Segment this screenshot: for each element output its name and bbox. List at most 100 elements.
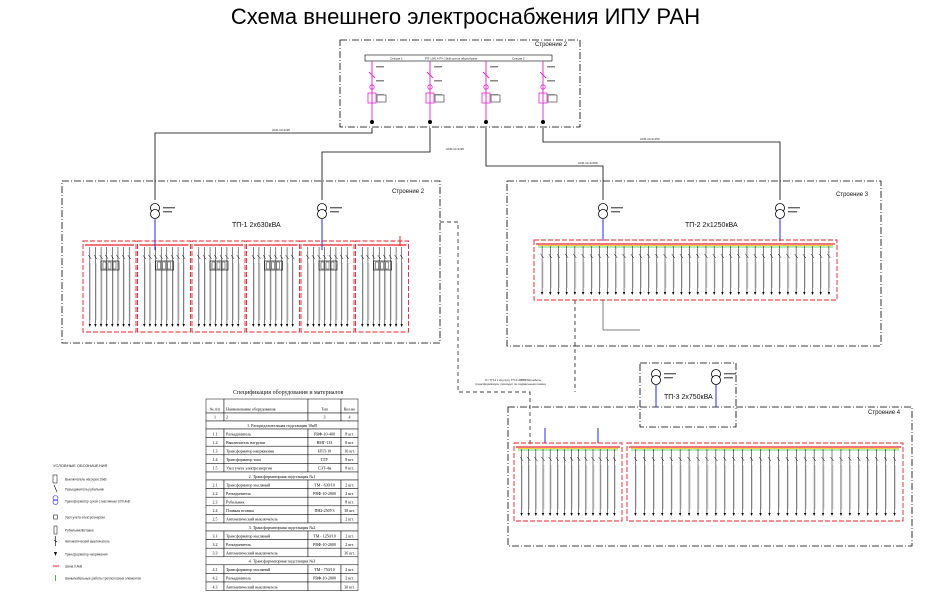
transformer-tag (330, 207, 342, 209)
fuse-icon (266, 261, 270, 270)
breaker-icon (548, 456, 552, 462)
building-label-top: Строение 2 (535, 42, 568, 48)
spec-cell-text: Трансформатор масляный (226, 482, 271, 487)
switchboard-outline (533, 239, 838, 301)
feeder-arrow-icon (821, 513, 825, 516)
breaker-icon (655, 253, 659, 259)
spec-cell-text: 2 шт. (345, 491, 354, 496)
feeder-arrow-icon (345, 324, 349, 327)
spec-cell (340, 581, 359, 591)
feeder-arrow-icon (231, 324, 234, 327)
breaker-icon (720, 253, 725, 259)
feeder-arrow-icon (143, 324, 146, 327)
feeder-arrow-icon (830, 513, 834, 516)
legend-item: Рубильник/Вставка (53, 525, 94, 535)
spec-cell-text: Разъединитель (226, 542, 251, 547)
feeder-arrow-icon (598, 513, 602, 516)
breaker-icon (399, 254, 404, 260)
breaker-icon (225, 254, 229, 260)
breaker-icon (104, 254, 109, 260)
cell-tag (490, 66, 498, 68)
transformer-icon (651, 369, 676, 407)
fuse-icon (271, 261, 275, 270)
disconnector-icon (53, 484, 58, 493)
feeder-arrow-icon (116, 324, 120, 327)
breaker-icon (53, 539, 58, 543)
switchboard (626, 442, 904, 522)
breaker-icon (219, 254, 224, 260)
transformer-tag (664, 377, 673, 379)
breaker-icon (605, 456, 609, 462)
feeder-arrow-icon (549, 292, 552, 295)
breaker-icon (839, 456, 843, 462)
feeder-arrow-icon (154, 324, 157, 327)
feeder-arrow-icon (777, 513, 780, 516)
breaker-icon (556, 253, 561, 259)
breaker-icon (548, 253, 552, 259)
rp-cell (481, 61, 501, 124)
feeder-arrow-icon (723, 513, 726, 516)
current-transformer-icon (540, 84, 546, 90)
rp-cell (367, 61, 387, 124)
feeder-arrow-icon (634, 513, 637, 516)
breaker-icon (778, 253, 782, 259)
feeder-arrow-icon (614, 292, 618, 295)
breaker-icon (646, 253, 651, 259)
meter-box-icon (434, 94, 445, 103)
spec-cell-text: 3.2 (213, 542, 218, 547)
feeder-arrow-icon (257, 324, 261, 327)
cable-label-2: АСБ-10-3х95 (446, 147, 464, 151)
breaker-icon (671, 253, 675, 259)
legend-title: УСЛОВНЫЕ ОБОЗНАЧЕНИЯ (53, 463, 107, 468)
feeder-arrow-icon (111, 324, 114, 327)
breaker-icon (776, 456, 781, 462)
fuse-icon (221, 261, 226, 270)
voltage-transformer-icon (54, 552, 57, 556)
feeder-arrow-icon (884, 513, 887, 516)
breaker-icon (642, 456, 647, 462)
feeder-arrow-icon (225, 324, 229, 327)
current-transformer-icon (427, 84, 433, 90)
spec-cell-text: 16 шт. (344, 449, 355, 454)
feeder-arrow-icon (812, 513, 816, 516)
feeder-arrow-icon (556, 513, 559, 516)
legend-label: Выключатель нагрузки 10кВ (65, 478, 107, 482)
breaker-icon (322, 254, 327, 260)
switchboard-outline (137, 240, 191, 333)
spec-cell-text: 8 шт. (345, 431, 354, 436)
breaker-icon (334, 254, 338, 260)
feeder-arrow-icon (383, 324, 387, 327)
transformer-winding-lv (317, 209, 327, 219)
building-frames (61, 39, 913, 547)
feeder-arrow-icon (573, 292, 577, 295)
breaker-icon (857, 456, 861, 462)
breaker-icon (181, 254, 186, 260)
meter-icon (367, 92, 377, 104)
breaker-icon (555, 456, 559, 462)
link-tp1-tp3 (440, 221, 531, 445)
switchboard-outline (246, 240, 300, 333)
breaker-icon (753, 253, 757, 259)
fuse-icon (157, 261, 161, 270)
breaker-icon (541, 456, 545, 462)
breaker-icon (534, 456, 538, 462)
breaker-icon (794, 253, 798, 259)
feeder-arrow-icon (323, 324, 326, 327)
feeder-arrow-icon (361, 324, 364, 327)
spec-cell-text: 2 шт. (345, 567, 354, 572)
feeder-arrow-icon (372, 324, 375, 327)
fuse-block-icon (264, 260, 283, 271)
feeder-arrow-icon (306, 324, 310, 327)
disconnector-icon (426, 71, 434, 79)
feeder-arrow-icon (732, 513, 735, 516)
breaker-icon (383, 254, 387, 260)
rp-cells (367, 61, 558, 124)
breaker-icon (723, 456, 727, 462)
transformer-winding-lv (651, 375, 661, 385)
switchboard (513, 442, 623, 522)
feeder-arrow-icon (577, 513, 580, 516)
building-frame-right (506, 180, 882, 347)
breaker-icon (584, 456, 588, 462)
breaker-icon (159, 254, 163, 260)
switchboard (82, 240, 137, 333)
